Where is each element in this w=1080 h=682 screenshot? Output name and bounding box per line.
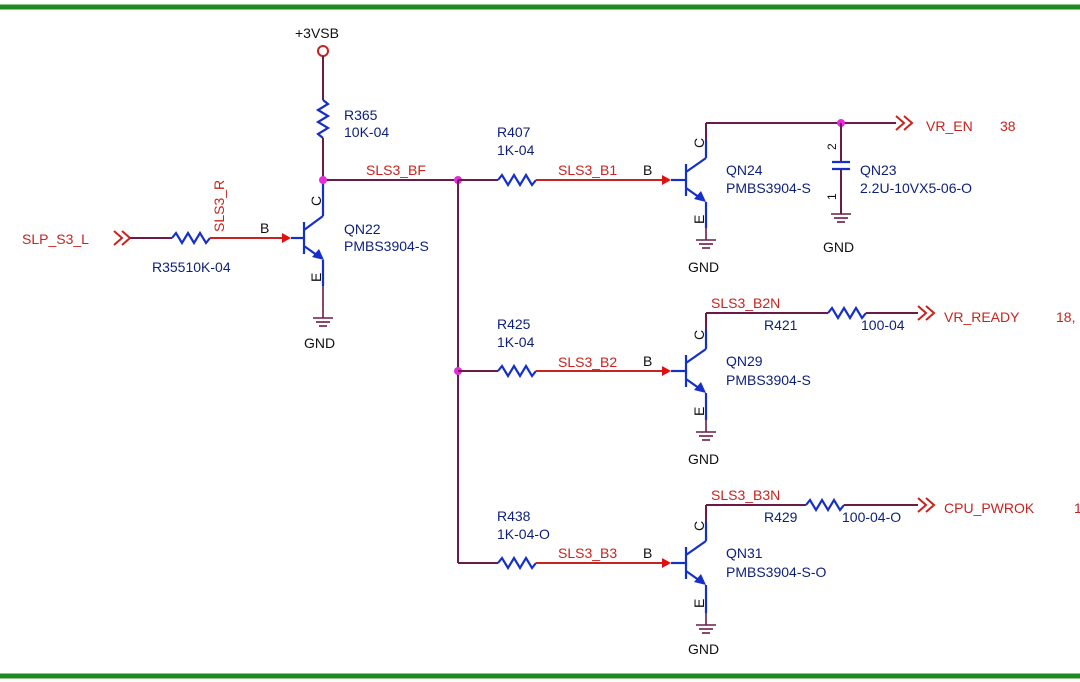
qn29-pin-b: B bbox=[643, 353, 652, 369]
qn29-part: PMBS3904-S bbox=[726, 372, 811, 388]
qn22-pin-e: E bbox=[308, 273, 324, 282]
net-label-sls3-b1: SLS3_B1 bbox=[558, 162, 617, 178]
offpage-arrow-vr-ready-b bbox=[925, 305, 936, 321]
r429-ref: R429 bbox=[764, 509, 798, 525]
r421-ref: R421 bbox=[764, 317, 798, 333]
offpage-ref-cpu-pwrok: 1 bbox=[1074, 500, 1080, 516]
gnd-label-cap: GND bbox=[823, 239, 854, 255]
qn24-ref: QN24 bbox=[726, 162, 763, 178]
gnd-label-qn31: GND bbox=[688, 641, 719, 657]
qn22-pin-c: C bbox=[308, 196, 324, 206]
resistor-r407 bbox=[497, 172, 537, 188]
resistor-r438 bbox=[497, 555, 537, 571]
r425-ref: R425 bbox=[497, 316, 531, 332]
qn29-collector-lead bbox=[685, 348, 707, 364]
cap-value: 2.2U-10VX5-06-O bbox=[860, 180, 972, 196]
gnd-symbol-qn31 bbox=[696, 624, 716, 634]
power-port-symbol bbox=[317, 45, 329, 57]
offpage-arrow-vr-en-b bbox=[903, 115, 914, 131]
qn31-ref: QN31 bbox=[726, 545, 763, 561]
offpage-ref-vr-en: 38 bbox=[1000, 118, 1016, 134]
gnd-symbol-qn22 bbox=[313, 317, 333, 327]
r438-ref: R438 bbox=[497, 508, 531, 524]
qn31-emitter-arrow bbox=[694, 574, 706, 585]
offpage-arrow-cpu-pwrok-b bbox=[925, 497, 936, 513]
qn31-pin-e: E bbox=[691, 599, 707, 608]
cap-ref: QN23 bbox=[860, 162, 897, 178]
resistor-r355 bbox=[171, 230, 211, 246]
qn31-base-arrow bbox=[662, 558, 671, 568]
qn22-emitter-arrow bbox=[312, 249, 324, 260]
r438-value: 1K-04-O bbox=[497, 526, 550, 542]
qn31-part: PMBS3904-S-O bbox=[726, 564, 826, 580]
qn24-part: PMBS3904-S bbox=[726, 180, 811, 196]
qn22-part: PMBS3904-S bbox=[344, 238, 429, 254]
net-label-sls3-b3n: SLS3_B3N bbox=[711, 487, 780, 503]
r421-value: 100-04 bbox=[861, 317, 905, 333]
gnd-symbol-qn24 bbox=[696, 239, 716, 249]
net-label-sls3-b2n: SLS3_B2N bbox=[711, 295, 780, 311]
gnd-label-qn29: GND bbox=[688, 451, 719, 467]
qn31-collector-lead bbox=[685, 540, 707, 556]
cap-pin-2: 2 bbox=[825, 143, 839, 150]
qn22-collector-lead bbox=[303, 215, 324, 231]
offpage-arrow-vr-ready-a bbox=[917, 305, 928, 321]
net-label-slp-s3-l: SLP_S3_L bbox=[22, 231, 89, 247]
offpage-ref-vr-ready: 18, bbox=[1056, 309, 1075, 325]
r407-ref: R407 bbox=[497, 124, 531, 140]
qn29-pin-c: C bbox=[691, 330, 707, 340]
qn29-pin-e: E bbox=[691, 407, 707, 416]
net-label-sls3-r: SLS3_R bbox=[211, 180, 227, 232]
resistor-r365 bbox=[315, 99, 331, 139]
qn24-pin-c: C bbox=[691, 138, 707, 148]
qn24-collector-lead bbox=[685, 157, 707, 173]
r407-value: 1K-04 bbox=[497, 142, 535, 158]
qn29-base-arrow bbox=[662, 366, 671, 376]
offpage-label-vr-en: VR_EN bbox=[926, 118, 973, 134]
qn24-base-arrow bbox=[662, 175, 671, 185]
r365-value: 10K-04 bbox=[344, 124, 389, 140]
qn24-pin-e: E bbox=[691, 215, 707, 224]
gnd-symbol-qn29 bbox=[696, 431, 716, 441]
qn22-ref: QN22 bbox=[344, 221, 381, 237]
qn24-emitter-arrow bbox=[694, 191, 706, 202]
gnd-label-qn24: GND bbox=[688, 259, 719, 275]
qn22-base-arrow bbox=[282, 233, 291, 243]
qn24-pin-b: B bbox=[643, 162, 652, 178]
gnd-label-qn22: GND bbox=[304, 335, 335, 351]
power-label-3vsb: +3VSB bbox=[295, 25, 339, 41]
gnd-symbol-cap bbox=[831, 213, 851, 223]
r365-ref: R365 bbox=[344, 107, 378, 123]
net-label-sls3-b3: SLS3_B3 bbox=[558, 545, 617, 561]
offpage-label-cpu-pwrok: CPU_PWROK bbox=[944, 500, 1035, 516]
resistor-r421 bbox=[827, 305, 867, 321]
qn31-pin-c: C bbox=[691, 521, 707, 531]
r355-label: R35510K-04 bbox=[152, 259, 231, 275]
junction-qn22-collector bbox=[319, 176, 327, 184]
qn22-pin-b: B bbox=[260, 220, 269, 236]
offpage-arrow-vr-en-a bbox=[895, 115, 906, 131]
qn31-pin-b: B bbox=[643, 545, 652, 561]
net-label-sls3-b2: SLS3_B2 bbox=[558, 354, 617, 370]
offpage-arrow-slp-s3-l-a bbox=[113, 230, 124, 246]
offpage-label-vr-ready: VR_READY bbox=[944, 309, 1020, 325]
r429-value: 100-04-O bbox=[842, 509, 901, 525]
offpage-arrow-cpu-pwrok-a bbox=[917, 497, 928, 513]
net-label-sls3-bf: SLS3_BF bbox=[366, 162, 426, 178]
r425-value: 1K-04 bbox=[497, 334, 535, 350]
resistor-r425 bbox=[497, 363, 537, 379]
qn29-ref: QN29 bbox=[726, 353, 763, 369]
cap-pin-1: 1 bbox=[825, 193, 839, 200]
resistor-r429 bbox=[805, 497, 845, 513]
qn29-emitter-arrow bbox=[694, 382, 706, 393]
